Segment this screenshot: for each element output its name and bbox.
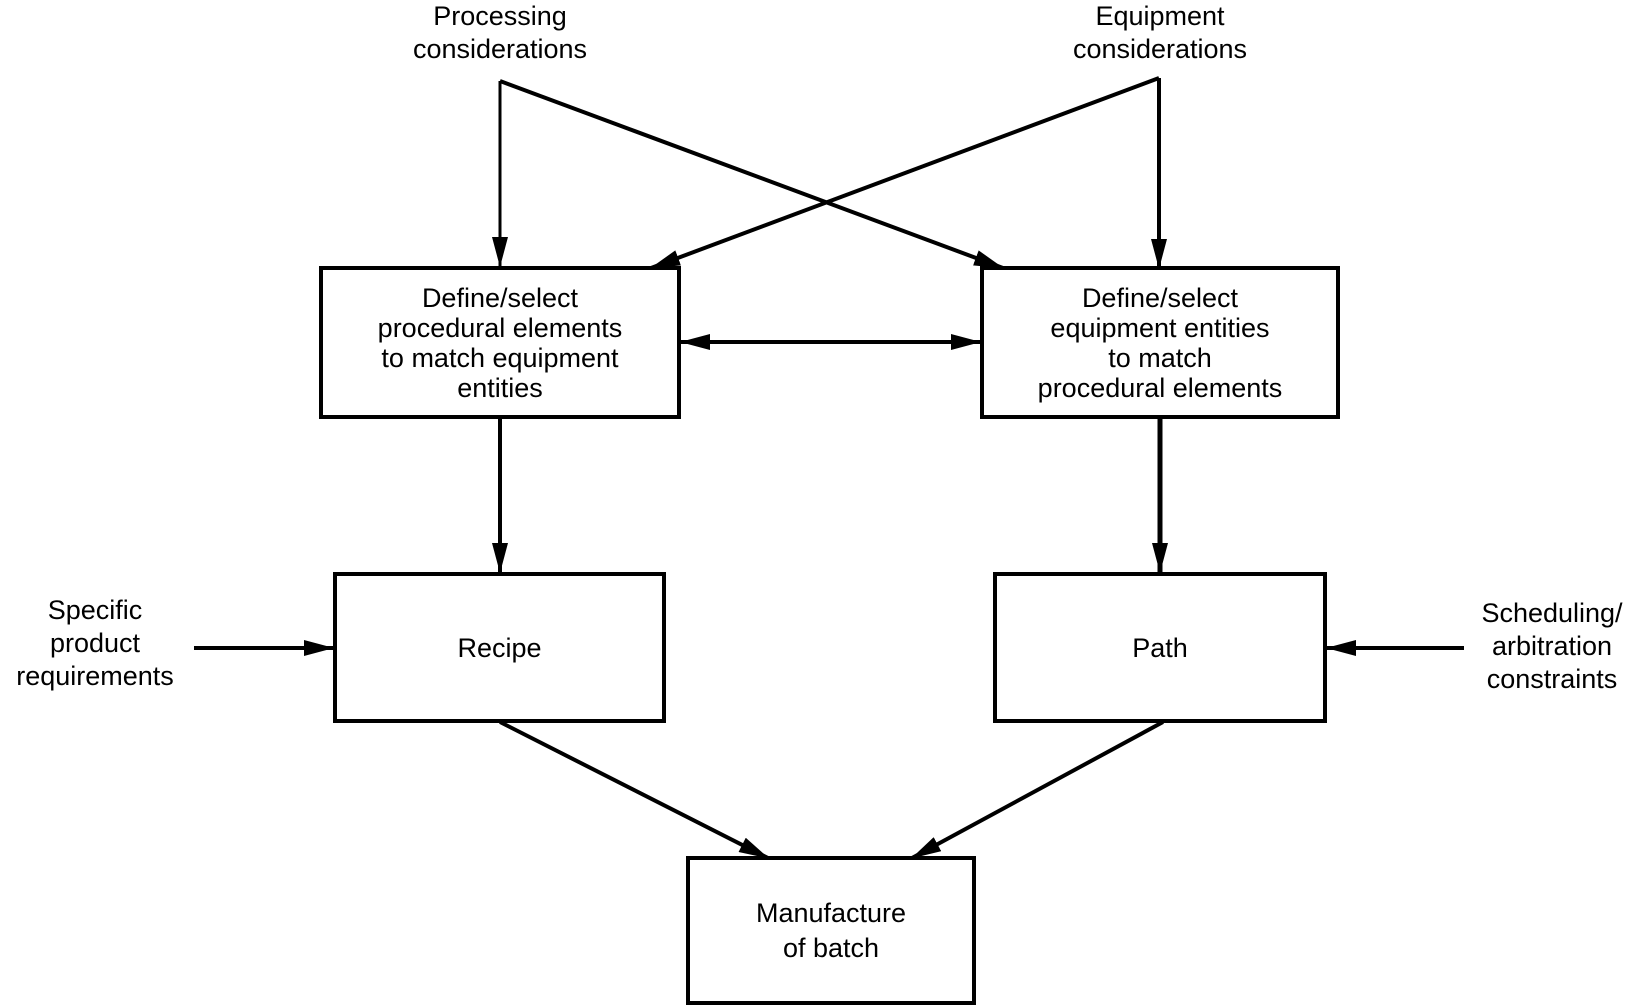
box-define-procedural-elements-text: Define/select procedural elements to mat…: [377, 282, 623, 403]
box-recipe-text: Recipe: [457, 632, 542, 663]
label-processing-considerations: Processing considerations: [412, 1, 588, 64]
box-manufacture-of-batch: Manufacture of batch: [686, 856, 976, 1005]
edge-recipe-to-manufacture: [499, 720, 769, 860]
box-define-procedural-elements: Define/select procedural elements to mat…: [319, 266, 681, 419]
edge-processing-to-equipment-entities: [499, 79, 1004, 270]
label-scheduling-arbitration-constraints: Scheduling/ arbitration constraints: [1481, 598, 1623, 694]
box-define-equipment-entities-text: Define/select equipment entities to matc…: [1037, 282, 1283, 403]
box-recipe: Recipe: [333, 572, 666, 723]
box-path: Path: [993, 572, 1327, 723]
label-specific-product-requirements: Specific product requirements: [16, 595, 174, 691]
edge-equipment-to-procedural: [650, 76, 1160, 270]
label-equipment-considerations: Equipment considerations: [1072, 1, 1248, 64]
box-define-equipment-entities: Define/select equipment entities to matc…: [980, 266, 1340, 419]
edge-path-to-manufacture: [911, 720, 1164, 860]
box-manufacture-of-batch-text: Manufacture of batch: [755, 897, 907, 963]
box-path-text: Path: [1132, 632, 1188, 663]
